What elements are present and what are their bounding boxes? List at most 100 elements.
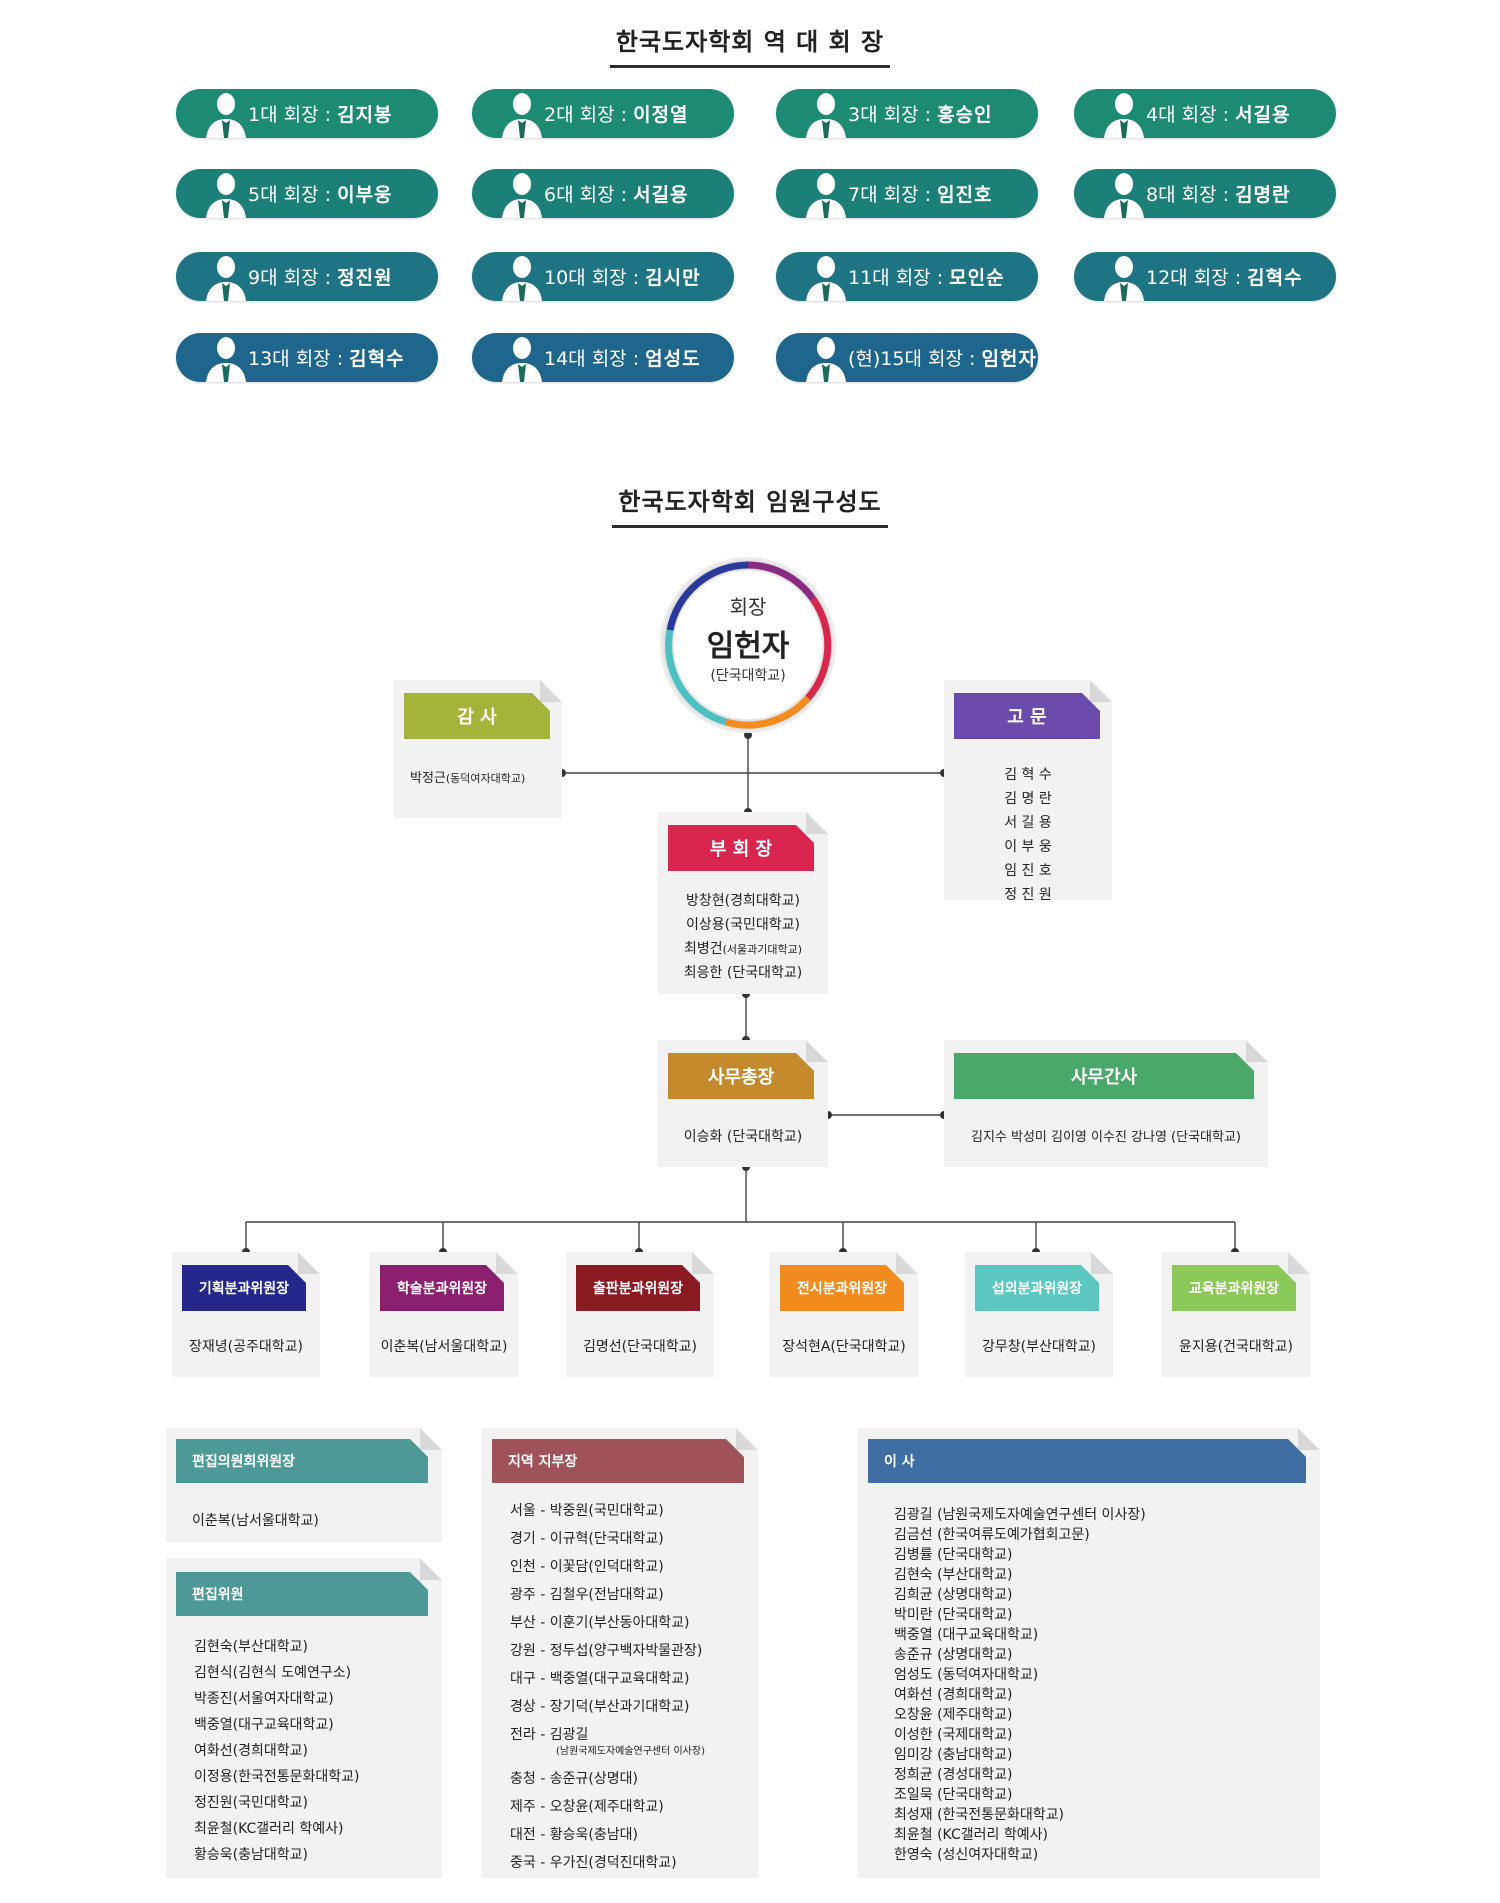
president-pill: 3대 회장 : 홍승인: [776, 89, 1038, 138]
president-pill: 6대 회장 : 서길용: [472, 169, 734, 218]
committee-title: 교육분과위원장: [1188, 1281, 1280, 1297]
president-node: 회장 임헌자 (단국대학교): [658, 555, 838, 735]
vice-president-affiliation: (서울과기대학교): [722, 943, 803, 956]
committee-member: 장재녕(공주대학교): [189, 1339, 303, 1355]
editorial-members-header: 편집위원: [176, 1572, 428, 1616]
regional-title: 지역 지부장: [508, 1454, 578, 1470]
president-pill: 8대 회장 : 김명란: [1074, 169, 1336, 218]
auditor-header: 감 사: [404, 693, 550, 739]
president-label: 3대 회장 : 홍승인: [848, 100, 1030, 127]
president-term: 12대 회장 :: [1146, 267, 1248, 289]
editorial-member: 이정용(한국전통문화대학교): [194, 1769, 360, 1785]
president-name: 김시만: [645, 267, 701, 289]
person-icon: [500, 169, 544, 218]
person-icon: [1102, 252, 1146, 301]
president-name: 김지봉: [337, 104, 393, 126]
president-label: 12대 회장 : 김혁수: [1146, 263, 1328, 290]
vice-president-affiliation: (국민대학교): [724, 917, 800, 933]
president-pill: 10대 회장 : 김시만: [472, 252, 734, 301]
committee-member: 이춘복(남서울대학교): [380, 1339, 508, 1355]
person-icon: [1102, 89, 1146, 138]
vice-president-affiliation: (경희대학교): [724, 893, 800, 909]
committee-member: 강무창(부산대학교): [982, 1339, 1096, 1355]
president-name: 임진호: [937, 184, 993, 206]
vice-president-member: 최응한 (단국대학교): [658, 962, 828, 982]
director-member: 김희균 (상명대학교): [894, 1587, 1013, 1603]
director-member: 최윤철 (KC갤러리 학예사): [894, 1827, 1048, 1843]
editorial-member: 황승욱(충남대학교): [194, 1847, 308, 1863]
advisor-name: 임 진 호: [1004, 863, 1052, 879]
person-icon: [1102, 169, 1146, 218]
presidents-section-title: 한국도자학회 역 대 회 장: [0, 22, 1500, 68]
auditor-affiliation: (동덕여자대학교): [445, 772, 526, 785]
vice-president-name: 최병건: [683, 941, 723, 957]
editorial-chair-title: 편집의원회위원장: [192, 1454, 296, 1470]
director-member: 여화선 (경희대학교): [894, 1687, 1013, 1703]
president-pill: 5대 회장 : 이부웅: [176, 169, 438, 218]
director-member: 김병률 (단국대학교): [894, 1547, 1013, 1563]
regional-header: 지역 지부장: [492, 1439, 744, 1483]
person-icon: [804, 89, 848, 138]
person-icon: [500, 333, 544, 382]
vice-president-member: 최병건(서울과기대학교): [658, 938, 828, 958]
president-label: 7대 회장 : 임진호: [848, 180, 1030, 207]
president-name: 서길용: [1235, 104, 1291, 126]
regional-member: 충청 - 송준규(상명대): [510, 1771, 638, 1787]
committee-header: 학술분과위원장: [380, 1265, 504, 1311]
regional-member: 광주 - 김철우(전남대학교): [510, 1587, 664, 1603]
committee-member: 김명선(단국대학교): [583, 1339, 697, 1355]
vice-president-name: 방창현: [686, 893, 725, 909]
president-label: 5대 회장 : 이부웅: [248, 180, 430, 207]
president-label: 1대 회장 : 김지봉: [248, 100, 430, 127]
president-label: (현)15대 회장 : 임헌자: [848, 344, 1036, 371]
committee-header: 교육분과위원장: [1172, 1265, 1296, 1311]
director-member: 오창윤 (제주대학교): [894, 1707, 1013, 1723]
president-name: 임헌자: [981, 348, 1037, 370]
director-member: 김현숙 (부산대학교): [894, 1567, 1013, 1583]
director-member: 엄성도 (동덕여자대학교): [894, 1667, 1039, 1683]
director-member: 백중열 (대구교육대학교): [894, 1627, 1039, 1643]
president-name: 김혁수: [1247, 267, 1303, 289]
president-pill: 2대 회장 : 이정열: [472, 89, 734, 138]
president-pill: 4대 회장 : 서길용: [1074, 89, 1336, 138]
committee-member: 장석현A(단국대학교): [782, 1339, 906, 1355]
committee-title: 전시분과위원장: [796, 1281, 888, 1297]
editorial-member: 김현식(김현식 도예연구소): [194, 1665, 352, 1681]
committee-title: 기획분과위원장: [198, 1281, 290, 1297]
editorial-chair-member: 이춘복(남서울대학교): [192, 1513, 319, 1529]
director-member: 최성재 (한국전통문화대학교): [894, 1807, 1064, 1823]
person-icon: [204, 169, 248, 218]
president-name: 서길용: [633, 184, 689, 206]
editorial-member: 여화선(경희대학교): [194, 1743, 308, 1759]
secretaries-header: 사무간사: [954, 1053, 1254, 1099]
regional-member: 중국 - 우가진(경덕진대학교): [510, 1855, 677, 1871]
person-icon: [204, 89, 248, 138]
president-pill: 14대 회장 : 엄성도: [472, 333, 734, 382]
president-name: 엄성도: [645, 348, 701, 370]
regional-member: 대구 - 백중열(대구교육대학교): [510, 1671, 690, 1687]
president-name: 이정열: [633, 104, 689, 126]
president-name: 임헌자: [706, 629, 790, 664]
vice-president-title: 부 회 장: [709, 839, 773, 860]
president-pill: 11대 회장 : 모인순: [776, 252, 1038, 301]
directors-card: 이 사 김광길 (남원국제도자예술연구센터 이사장)김금선 (한국여류도예가협회…: [858, 1428, 1320, 1878]
director-member: 한영숙 (성신여자대학교): [894, 1847, 1039, 1863]
committee-title: 섭외분과위원장: [991, 1281, 1083, 1297]
editorial-member: 백중열(대구교육대학교): [194, 1717, 334, 1733]
org-section-title: 한국도자학회 임원구성도: [0, 482, 1500, 528]
president-pill: (현)15대 회장 : 임헌자: [776, 333, 1038, 382]
vice-president-card: 부 회 장 방창현(경희대학교)이상용(국민대학교)최병건(서울과기대학교)최응…: [658, 812, 828, 994]
president-label: 14대 회장 : 엄성도: [544, 344, 726, 371]
org-title-text: 한국도자학회 임원구성도: [612, 482, 888, 528]
editorial-chair-header: 편집의원회위원장: [176, 1439, 428, 1483]
advisor-name: 이 부 웅: [1004, 839, 1052, 855]
secretaries-members: 김지수 박성미 김이영 이수진 강나영 (단국대학교): [970, 1130, 1241, 1145]
president-pill: 13대 회장 : 김혁수: [176, 333, 438, 382]
regional-member: 서울 - 박중원(국민대학교): [510, 1503, 664, 1519]
director-member: 이성한 (국제대학교): [894, 1727, 1013, 1743]
president-term: 2대 회장 :: [544, 104, 634, 126]
